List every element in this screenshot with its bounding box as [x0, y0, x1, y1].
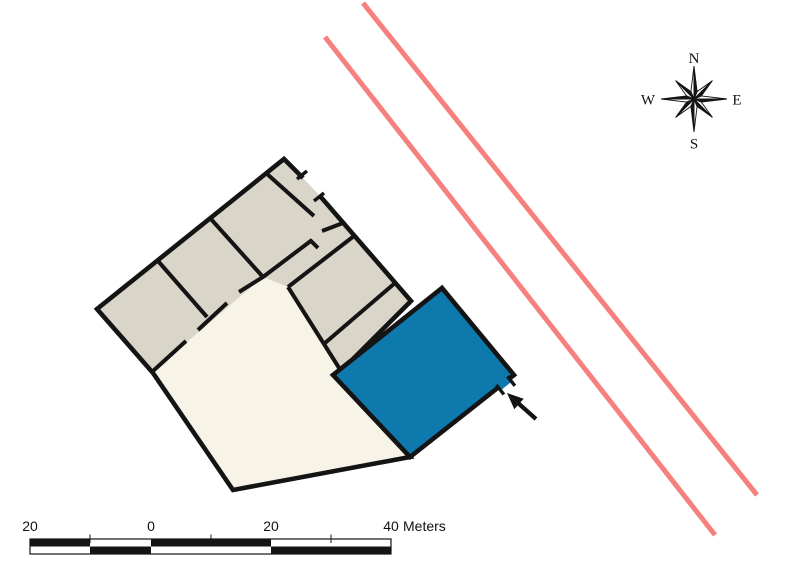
scale-label-20-left: 20 — [22, 518, 38, 534]
blue-room-door-gap — [495, 375, 512, 391]
highlighted-room — [329, 284, 518, 461]
door-jamb-ticks — [295, 169, 326, 203]
entrance-arrow-icon — [507, 393, 538, 421]
road-line-lower — [323, 35, 717, 537]
road-lines — [323, 1, 759, 537]
compass-star-black-halves — [660, 65, 728, 133]
road-line-upper — [361, 1, 759, 497]
compass-label-south: S — [690, 137, 698, 153]
blue-room-door-jambs — [495, 375, 517, 396]
scale-segment — [30, 546, 90, 554]
scale-label-0: 0 — [147, 518, 155, 534]
scale-segment — [151, 546, 271, 554]
scale-label-20-right: 20 — [263, 518, 279, 534]
scale-label-40: 40 — [383, 518, 399, 534]
compass-rose-icon: N S E W — [641, 51, 742, 153]
compass-label-east: E — [732, 93, 741, 109]
entrance-arrow-shaft — [516, 401, 538, 421]
scale-bar-ticks — [89, 534, 332, 543]
scale-unit-label: Meters — [403, 518, 446, 534]
blue-room — [329, 284, 518, 461]
compass-label-north: N — [689, 51, 700, 67]
scale-segment — [30, 539, 90, 547]
scale-segment — [271, 546, 391, 554]
entrance-arrow-head — [507, 393, 524, 410]
scale-bar: 20 0 20 40 Meters — [22, 518, 446, 555]
interior-walls — [151, 171, 397, 373]
building-plan — [93, 155, 415, 493]
scale-segment — [90, 539, 151, 547]
compass-label-west: W — [641, 93, 656, 109]
scale-segment — [90, 546, 151, 554]
